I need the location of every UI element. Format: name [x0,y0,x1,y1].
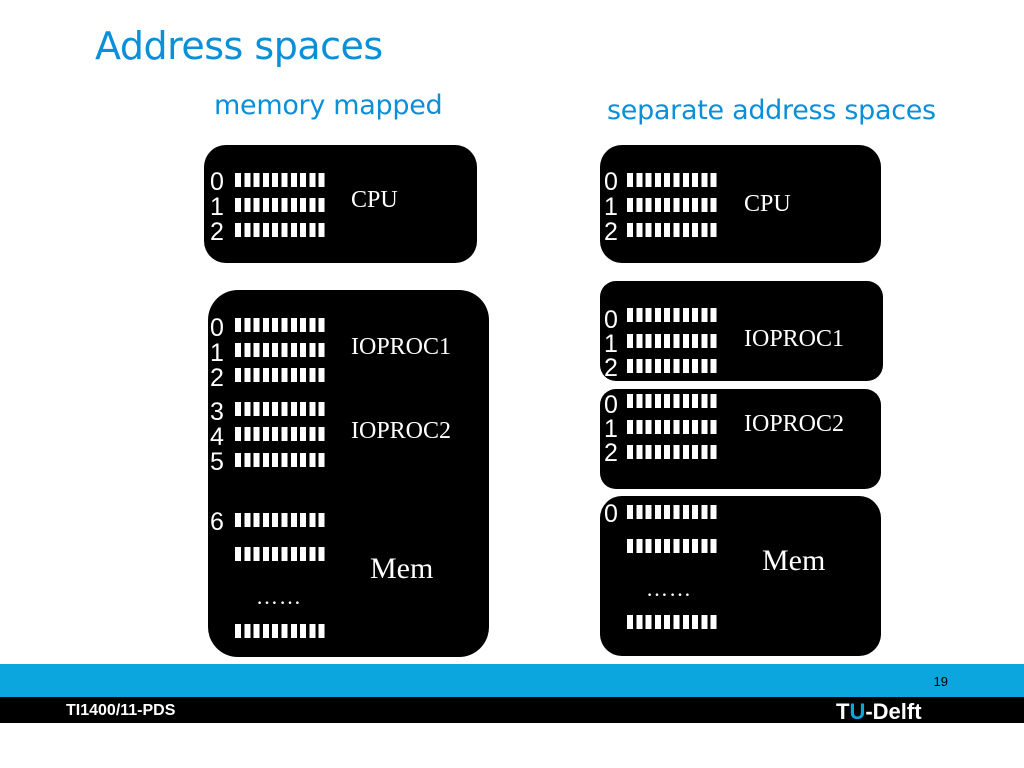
left-memory-box: 0 1 2 3 4 5 6 IOPROC1 IOPROC2 Mem …… [208,290,489,657]
address-number: 1 [604,193,618,221]
register-bar [627,334,720,348]
register-bar [627,539,720,553]
address-number: 2 [604,354,618,382]
register-bar [235,223,328,237]
ellipsis: …… [256,584,302,609]
ioproc2-label: IOPROC2 [351,418,452,444]
page-number: 19 [933,674,948,689]
register-bar [235,173,328,187]
right-ioproc1-box: 0 1 2 IOPROC1 [600,281,883,381]
logo-t: T [836,699,850,724]
mem-label: Mem [762,544,826,577]
address-number: 1 [210,193,224,221]
register-bar [627,615,720,629]
address-number: 0 [604,391,618,419]
ellipsis: …… [646,576,692,601]
address-number: 6 [210,508,224,536]
register-bar [235,624,328,638]
right-ioproc2-box: 0 1 2 IOPROC2 [600,389,881,489]
register-bar [627,445,720,459]
address-number: 0 [604,168,618,196]
address-number: 0 [604,306,618,334]
footer-black-band [0,697,1024,723]
address-number: 1 [604,330,618,358]
ioproc2-label: IOPROC2 [744,411,845,437]
cpu-label: CPU [351,187,398,213]
address-number: 0 [604,500,618,528]
cpu-label: CPU [744,191,791,217]
address-number: 1 [604,415,618,443]
register-bar [627,308,720,322]
register-bar [627,394,720,408]
register-bar [235,343,328,357]
address-number: 2 [210,218,224,246]
memory-mapped-heading: memory mapped [214,90,443,121]
register-bar [627,198,720,212]
register-bar [627,173,720,187]
address-number: 0 [210,314,224,342]
mem-label: Mem [370,552,434,585]
address-number: 2 [604,439,618,467]
address-number: 2 [210,364,224,392]
address-number: 4 [210,423,224,451]
address-number: 5 [210,448,224,476]
address-number: 0 [210,168,224,196]
ioproc1-label: IOPROC1 [351,334,452,360]
logo-rest: -Delft [865,699,922,724]
course-code: TI1400/11-PDS [66,702,176,719]
register-bar [235,427,328,441]
register-bar [235,547,328,561]
tu-delft-logo: TU-Delft [836,699,922,725]
footer-blue-band [0,664,1024,697]
address-number: 3 [210,398,224,426]
register-bar [627,420,720,434]
register-bar [627,359,720,373]
separate-address-spaces-heading: separate address spaces [607,95,936,126]
right-mem-box: 0 Mem …… [600,496,881,656]
register-bar [235,453,328,467]
address-number: 2 [604,218,618,246]
logo-u: U [849,699,866,724]
right-cpu-box: 0 1 2 CPU [600,145,881,263]
register-bar [235,318,328,332]
ioproc1-label: IOPROC1 [744,326,845,352]
register-bar [627,505,720,519]
register-bar [235,402,328,416]
slide-title: Address spaces [95,24,383,68]
left-cpu-box: 0 1 2 CPU [204,145,477,263]
register-bar [235,198,328,212]
register-bar [235,513,328,527]
register-bar [627,223,720,237]
address-number: 1 [210,339,224,367]
register-bar [235,368,328,382]
